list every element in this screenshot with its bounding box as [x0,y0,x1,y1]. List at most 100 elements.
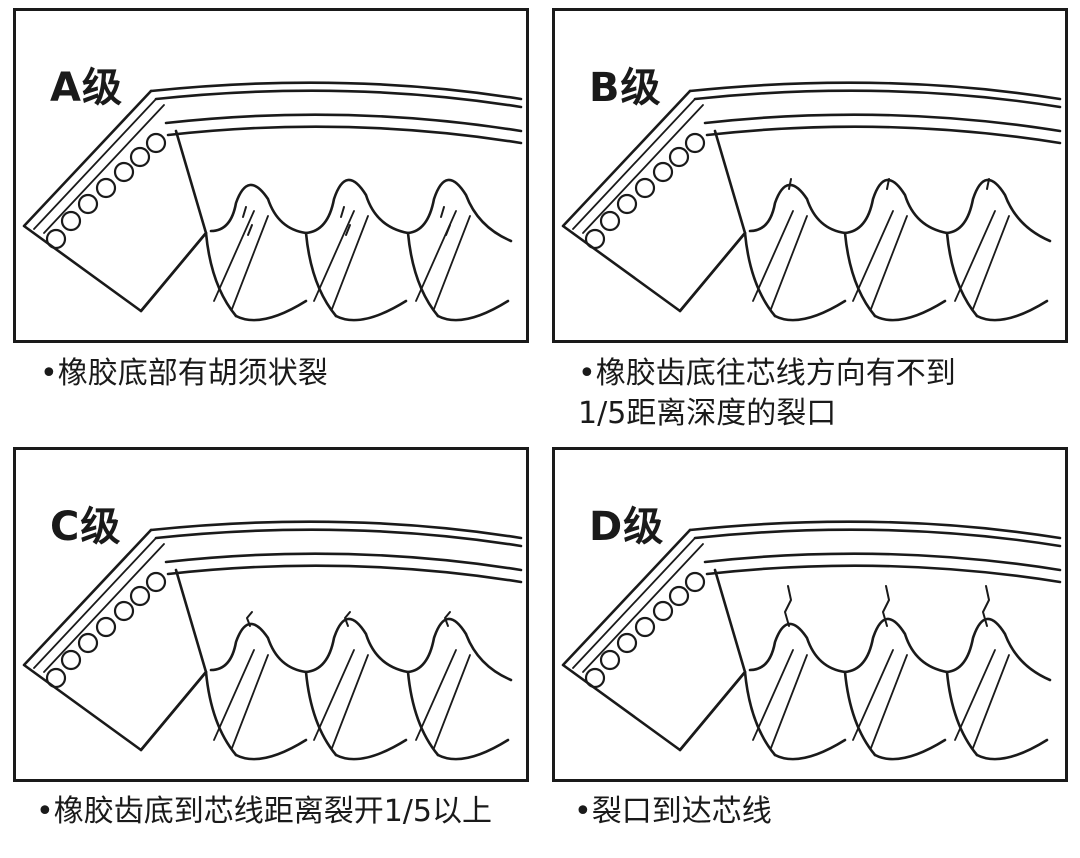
crack-mark [242,206,253,236]
cord-circle [599,210,621,232]
rib-face-line [870,654,908,749]
cord-circle [145,132,167,154]
caption-grade-b: •橡胶齿底往芯线方向有不到 1/5距离深度的裂口 [578,354,956,434]
rib-face-line [415,649,457,741]
rib-profile [748,622,847,674]
cord-circle [634,616,656,638]
rib-face-line [231,654,269,749]
caption-line: 1/5距离深度的裂口 [578,396,837,431]
cord-circle [668,146,690,168]
belt-illustration-d [561,520,1062,761]
rib-profile [945,178,1052,243]
cord-circle [113,600,135,622]
rib-face-line [213,649,255,741]
cord-circle [616,193,638,215]
rib-face-line [331,215,369,310]
grade-label-c: C级 [50,504,122,550]
rib-face-line [770,654,808,749]
crack-mark [784,585,792,627]
crack-mark [982,585,990,627]
rib-face-line [852,649,894,741]
crack-mark [882,585,890,627]
rib-face-line [433,215,471,310]
cord-circle [95,616,117,638]
belt-back-line [149,520,523,540]
cord-layer-line [705,125,1062,145]
rib-front-edge [945,670,979,757]
rib-face-line [313,210,355,302]
belt-edge-line [43,104,165,234]
belt-back-line [693,89,1062,109]
rib-front-edge [406,670,440,757]
rib-face-line [770,215,808,310]
cord-circle [584,228,606,250]
rib-front-edge [945,231,979,318]
crack-mark [444,611,451,627]
panel-grade-d: D级 [552,447,1068,782]
belt-base-edge [678,231,747,313]
panel-grade-a: A级 [13,8,529,343]
cord-layer-line [703,113,1062,133]
rib-bottom [773,738,847,761]
cord-circle [45,228,67,250]
rib-front-edge [406,231,440,318]
cord-circle [616,632,638,654]
belt-base-edge [678,670,747,752]
rib-profile [843,178,949,235]
panel-grade-c: C级 [13,447,529,782]
caption-grade-d: •裂口到达芯线 [574,792,772,832]
belt-base-edge [139,231,208,313]
grade-label-d: D级 [589,504,665,550]
belt-cut-face [561,89,747,313]
belt-back-line [693,528,1062,548]
rib-bottom [234,738,308,761]
belt-back-line [688,520,1062,540]
crack-mark [246,611,253,627]
rib-bottom [436,738,510,761]
rib-face-line [752,649,794,741]
cord-circle [95,177,117,199]
cord-circle [129,585,151,607]
belt-illustration-b [561,81,1062,322]
caption-line: •橡胶齿底到芯线距离裂开1/5以上 [36,794,492,829]
cord-circle [652,600,674,622]
rib-bottom [436,299,510,322]
rib-face-line [972,215,1010,310]
rib-bottom [975,299,1049,322]
rib-bottom [234,299,308,322]
belt-base-edge [139,670,208,752]
rib-front-edge [843,670,877,757]
cord-layer-line [166,564,523,584]
rib-front-edge [843,231,877,318]
rib-face-line [213,210,255,302]
belt-edge-line [33,98,157,230]
cord-circle [584,667,606,689]
caption-line: •橡胶底部有胡须状裂 [40,356,328,391]
rib-face-line [752,210,794,302]
cord-layer-line [164,552,523,572]
cord-circle [145,571,167,593]
rib-front-edge [204,670,238,757]
cord-layer-line [705,564,1062,584]
rib-face-line [433,654,471,749]
cord-circle [634,177,656,199]
rib-profile [304,178,410,235]
rib-face-line [331,654,369,749]
rib-bottom [334,738,408,761]
cord-layer-line [166,125,523,145]
belt-cut-face [22,528,208,752]
cord-circle [45,667,67,689]
rib-front-edge [304,231,338,318]
cord-circle [668,585,690,607]
belt-back-line [688,81,1062,101]
crack-mark [986,178,990,190]
rib-profile [406,617,513,682]
rib-face-line [313,649,355,741]
belt-edge-line [33,537,157,669]
belt-edge-line [572,98,696,230]
cord-circle [684,571,706,593]
rib-bottom [334,299,408,322]
belt-illustration-a [22,81,523,322]
rib-front-edge [743,670,777,757]
grade-label-a: A级 [50,65,123,111]
